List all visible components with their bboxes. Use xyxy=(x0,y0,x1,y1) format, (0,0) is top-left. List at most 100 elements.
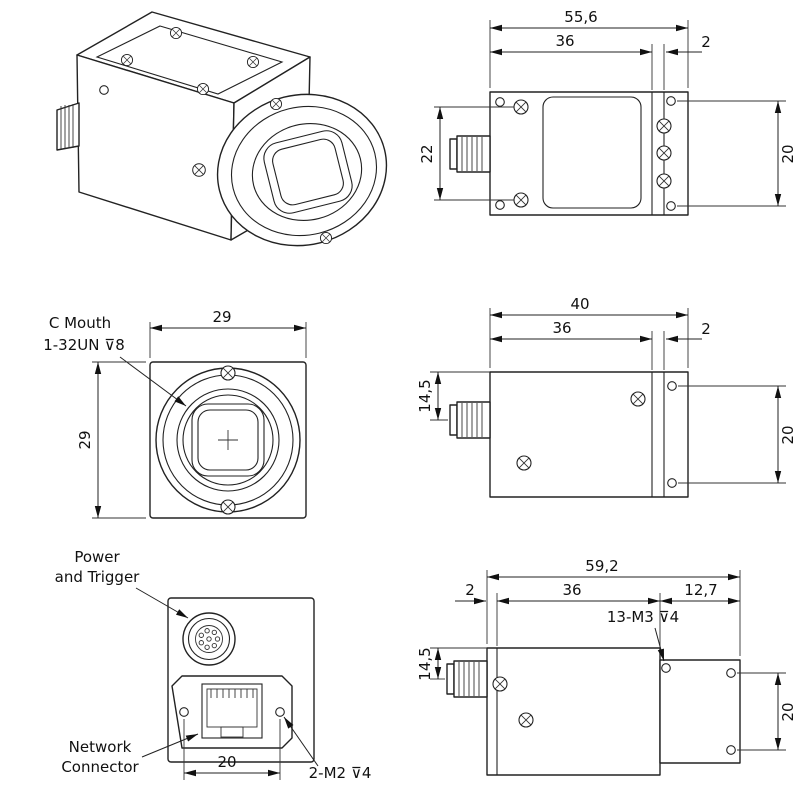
dim-front-height: 29 xyxy=(76,361,146,519)
screw-icon xyxy=(196,82,210,96)
hole-icon xyxy=(726,668,736,678)
isometric-view xyxy=(56,11,388,247)
network-connector-rj45 xyxy=(171,675,293,749)
dim-sidelens-body: 36 xyxy=(497,581,661,656)
leader-line xyxy=(141,733,199,758)
c-mount-label: C Mouth xyxy=(49,314,111,332)
screw-icon xyxy=(656,118,672,134)
screw-icon xyxy=(518,712,534,728)
dim-label: 55,6 xyxy=(564,8,597,26)
hole-icon xyxy=(666,96,676,106)
dim-label: 59,2 xyxy=(585,557,618,575)
dim-label: 2 xyxy=(465,581,475,599)
screw-icon xyxy=(220,499,236,515)
dim-sidelens-hole-spacing: 20 xyxy=(737,672,797,751)
network-connector-callout: Network Connector xyxy=(61,733,199,776)
dim-sidelens-connector-offset: 14,5 xyxy=(416,647,487,681)
m2-holes-callout: 2-M2 ⊽4 xyxy=(283,716,372,782)
hole-icon xyxy=(99,85,109,95)
dim-label: 14,5 xyxy=(416,647,434,680)
top-view: 55,6 36 2 22 20 xyxy=(418,8,797,216)
hole-icon xyxy=(661,663,671,673)
dim-top-screw-spacing: 22 xyxy=(418,106,514,201)
dim-label: 20 xyxy=(217,753,236,771)
dim-label: 36 xyxy=(555,32,574,50)
screw-icon xyxy=(513,192,529,208)
hole-icon xyxy=(495,97,505,107)
dim-label: 20 xyxy=(779,144,797,163)
dim-label: 36 xyxy=(562,581,581,599)
screw-icon xyxy=(246,55,260,69)
dim-front-width: 29 xyxy=(149,308,307,358)
dim-label: 29 xyxy=(212,308,231,326)
screw-icon xyxy=(169,26,183,40)
dim-side-total: 40 xyxy=(489,295,689,368)
lens-barrel xyxy=(216,93,388,247)
label-plate xyxy=(542,96,642,209)
dim-label: 36 xyxy=(552,319,571,337)
top-cover-panel xyxy=(95,25,284,95)
rear-view: Power and Trigger Network Connector 20 2… xyxy=(55,548,372,782)
dim-sidelens-lens: 12,7 xyxy=(660,581,740,605)
c-mount-callout: C Mouth 1-32UN ⊽8 xyxy=(43,314,187,407)
camera-body-outline xyxy=(489,371,689,498)
screw-icon xyxy=(492,676,508,692)
screw-icon xyxy=(269,97,283,111)
leader-line xyxy=(119,356,187,407)
io-connector-icon xyxy=(446,660,488,698)
power-label-2: and Trigger xyxy=(55,568,141,586)
dim-label: 22 xyxy=(418,144,436,163)
dim-sidelens-total: 59,2 xyxy=(486,557,741,656)
io-connector-icon xyxy=(449,401,491,439)
side-view: 40 36 2 14,5 20 xyxy=(416,295,797,498)
dim-label: 20 xyxy=(779,425,797,444)
network-label-2: Connector xyxy=(61,758,139,776)
dim-label: 40 xyxy=(570,295,589,313)
center-cross xyxy=(218,430,238,450)
leader-line xyxy=(135,587,189,619)
hole-icon xyxy=(275,707,285,717)
hole-icon xyxy=(667,381,677,391)
dim-top-hole-spacing: 20 xyxy=(677,100,797,207)
dim-top-body: 36 xyxy=(490,32,653,90)
lens-barrel-outline xyxy=(659,659,741,764)
m3-holes-callout: 13-M3 ⊽4 xyxy=(607,608,679,662)
dim-label: 12,7 xyxy=(684,581,717,599)
screw-icon xyxy=(319,231,333,245)
screw-icon xyxy=(656,145,672,161)
leader-line xyxy=(654,627,665,662)
screw-icon xyxy=(656,173,672,189)
dim-label: 29 xyxy=(76,430,94,449)
dim-top-total: 55,6 xyxy=(489,8,689,88)
power-trigger-connector xyxy=(182,612,236,666)
front-view: 29 29 C Mouth 1-32UN ⊽8 xyxy=(43,308,307,519)
dim-sidelens-step: 2 xyxy=(455,581,498,646)
dim-rear-hole-spacing: 20 xyxy=(183,719,281,780)
dim-top-step: 2 xyxy=(663,33,711,90)
dim-side-connector-offset: 14,5 xyxy=(416,371,490,421)
screw-icon xyxy=(192,163,206,177)
io-connector-stub xyxy=(56,102,80,151)
power-label: Power xyxy=(74,548,120,566)
hole-icon xyxy=(667,478,677,488)
dim-side-step: 2 xyxy=(663,320,711,370)
hole-icon xyxy=(726,745,736,755)
dim-side-hole-spacing: 20 xyxy=(678,385,797,484)
c-mount-thread-label: 1-32UN ⊽8 xyxy=(43,336,125,354)
dim-label: 20 xyxy=(779,702,797,721)
m3-holes-label: 13-M3 ⊽4 xyxy=(607,608,679,626)
hole-icon xyxy=(495,200,505,210)
leader-line xyxy=(283,716,319,767)
io-connector-icon xyxy=(449,135,491,173)
m2-holes-label: 2-M2 ⊽4 xyxy=(309,764,372,782)
dim-label: 2 xyxy=(701,320,711,338)
power-trigger-callout: Power and Trigger xyxy=(55,548,189,619)
screw-icon xyxy=(513,99,529,115)
screw-icon xyxy=(516,455,532,471)
screw-icon xyxy=(120,53,134,67)
camera-body-outline xyxy=(486,647,661,776)
screw-icon xyxy=(220,365,236,381)
hole-icon xyxy=(179,707,189,717)
